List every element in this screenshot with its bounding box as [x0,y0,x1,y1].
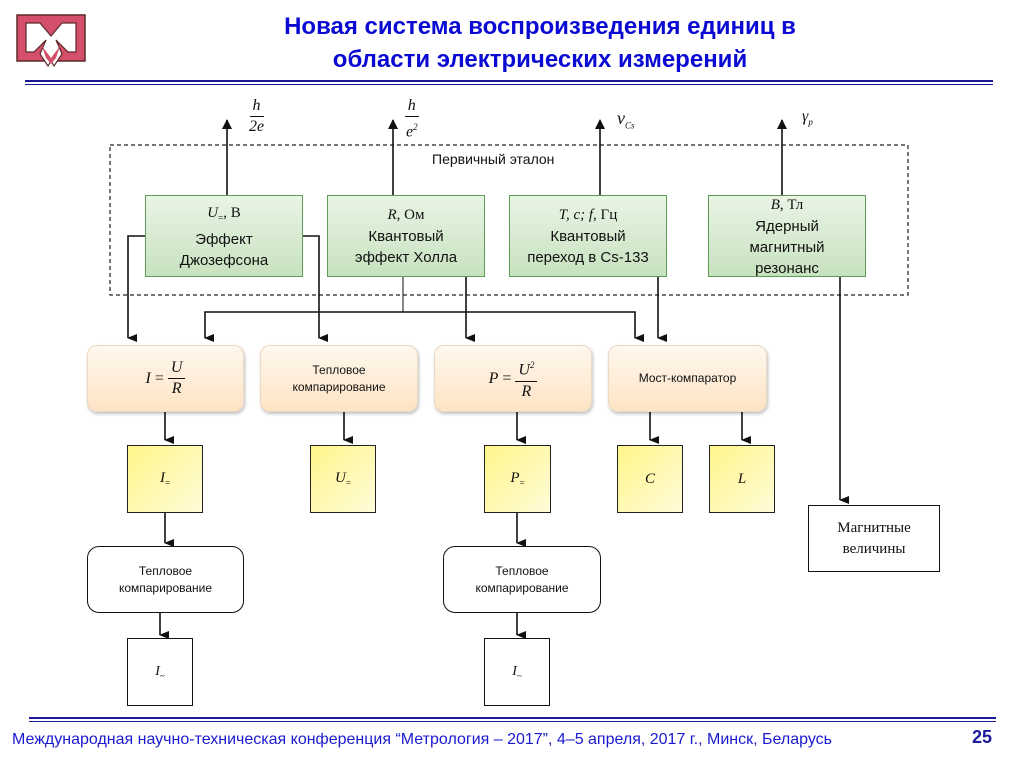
title-line-2: области электрических измерений [332,46,748,73]
josephson-effect-block[interactable]: U=, В Эффект Джозефсона [145,195,303,277]
proton-gyromagnetic-constant: γp [802,108,813,128]
quantum-hall-effect-block[interactable]: R, Ом Квантовый эффект Холла [327,195,485,277]
wire-hall-bus-left [204,311,403,342]
primary-standard-frame [109,144,909,296]
header-rule-top [25,80,993,82]
bridge-comparator-block[interactable]: Мост-компаратор [608,345,767,412]
wire-hall-bus-right [403,311,644,342]
ac-current-output-right[interactable]: I~ [484,638,550,706]
header-rule-bottom [25,84,993,85]
ac-current-output-left[interactable]: I~ [127,638,193,706]
cesium-frequency-constant: νCs [617,108,635,131]
primary-standard-label: Первичный эталон [432,151,555,167]
inductance-output[interactable]: L [709,445,775,513]
capacitance-output[interactable]: C [617,445,683,513]
cesium-transition-block[interactable]: T, c; f, Гц Квантовый переход в Cs-133 [509,195,667,277]
page-number: 25 [972,727,993,747]
wire-josephson-to-ohm [127,235,147,342]
title-line-1: Новая система воспроизведения единиц в [284,13,796,40]
slide-title: Новая система воспроизведения единиц в о… [200,10,880,76]
magnetic-quantities-block[interactable]: Магнитные величины [808,505,940,572]
thermal-comparison-block-dc[interactable]: Тепловое компарирование [260,345,418,412]
dc-voltage-output[interactable]: U= [310,445,376,513]
conference-logo-icon [16,14,86,70]
thermal-comparison-block-ac-left[interactable]: Тепловое компарирование [87,546,244,613]
nuclear-magnetic-resonance-block[interactable]: B, Тл Ядерный магнитный резонанс [708,195,866,277]
dc-power-output[interactable]: P= [484,445,551,513]
wire-josephson-to-thermal [302,235,328,342]
conference-footer: Международная научно-техническая конфере… [12,731,832,748]
thermal-comparison-block-ac-right[interactable]: Тепловое компарирование [443,546,601,613]
dc-current-output[interactable]: I= [127,445,203,513]
footer-rule-bottom [29,721,996,722]
footer-rule-top [29,717,996,719]
